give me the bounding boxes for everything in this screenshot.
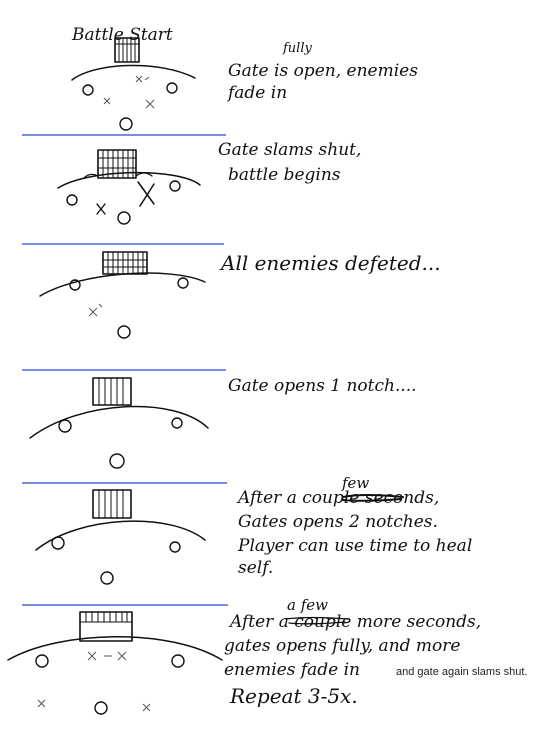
fading-enemy-marks xyxy=(88,303,103,317)
enemy-circle xyxy=(177,277,189,289)
enemy-circle xyxy=(171,654,185,668)
enemy-markers xyxy=(35,651,185,715)
panel-6-insert: a few xyxy=(287,596,328,614)
panel-5: few After a couple seconds, Gates opens … xyxy=(35,474,472,585)
gate-sketch xyxy=(92,377,132,406)
enemy-circle xyxy=(171,417,183,429)
enemy-circle xyxy=(82,84,94,96)
enemy-circle xyxy=(51,536,65,550)
panel-6-repeat-note: Repeat 3-5x. xyxy=(229,684,358,708)
gate-sketch xyxy=(79,611,133,642)
enemy-circle xyxy=(169,180,181,192)
gate-sketch xyxy=(83,149,153,179)
caret-mark xyxy=(285,616,349,625)
arena-hill-outline xyxy=(39,272,206,297)
enemy-circle xyxy=(100,571,114,585)
enemy-circle xyxy=(66,194,78,206)
panel-6-line-1: After a couple more seconds, xyxy=(228,612,481,632)
enemy-markers xyxy=(82,75,178,131)
enemy-circle xyxy=(35,654,49,668)
gate-sketch xyxy=(92,489,132,519)
arena-hill-outline xyxy=(71,64,196,81)
enemy-circle xyxy=(58,419,72,433)
gate-sketch xyxy=(114,37,140,63)
enemy-circle xyxy=(119,117,133,131)
fading-enemy-marks xyxy=(135,75,150,83)
fading-enemy-marks xyxy=(37,699,151,712)
panel-5-insert: few xyxy=(341,474,369,492)
enemy-circle xyxy=(169,541,181,553)
panel-4: Gate opens 1 notch.... xyxy=(29,376,417,469)
panel-1-insert: fully xyxy=(282,41,312,56)
enemy-markers xyxy=(66,180,181,225)
panel-1-line-1: Gate is open, enemies xyxy=(228,61,418,81)
enemy-circle xyxy=(166,82,178,94)
arena-hill-outline xyxy=(57,171,201,189)
enemy-markers xyxy=(51,536,181,585)
panel-3-line-1: All enemies defeted... xyxy=(219,251,441,275)
enemy-circle xyxy=(117,325,131,339)
fading-enemy-marks xyxy=(87,651,127,661)
panel-2-line-1: Gate slams shut, xyxy=(218,140,361,160)
panel-6: a few After a couple more seconds, gates… xyxy=(7,596,527,715)
panel-6-line-2: gates opens fully, and more xyxy=(224,636,460,656)
panel-2-line-2: battle begins xyxy=(228,165,341,185)
gate-sketch xyxy=(102,251,148,275)
enemy-x-mark xyxy=(96,203,106,215)
fading-enemy-marks xyxy=(145,99,155,109)
enemy-x-mark xyxy=(137,181,155,207)
enemy-circle xyxy=(94,701,108,715)
enemy-circle xyxy=(69,279,81,291)
arena-hill-outline xyxy=(7,636,223,661)
panel-1-line-2: fade in xyxy=(226,83,287,103)
enemy-circle xyxy=(117,211,131,225)
panel-5-line-2: Gates opens 2 notches. xyxy=(238,512,438,532)
panel-6-line-3: enemies fade in xyxy=(224,660,360,680)
panel-3: All enemies defeted... xyxy=(39,251,441,339)
scribble-strike xyxy=(342,494,404,502)
enemy-markers xyxy=(69,277,189,339)
panel-6-typed-note: and gate again slams shut. xyxy=(396,666,527,678)
panel-4-line-1: Gate opens 1 notch.... xyxy=(228,376,417,396)
enemy-markers xyxy=(58,417,183,469)
storyboard-title: Battle Start xyxy=(71,25,173,45)
panel-2: Gate slams shut, battle begins xyxy=(57,140,361,225)
panel-5-line-3: Player can use time to heal xyxy=(237,536,472,556)
enemy-circle xyxy=(109,453,125,469)
panel-5-line-1: After a couple seconds, xyxy=(236,488,439,508)
fading-enemy-marks xyxy=(103,97,111,105)
panel-5-line-4: self. xyxy=(238,558,273,578)
panel-1: Battle Start fully Gate is open, enemies… xyxy=(71,25,418,131)
arena-hill-outline xyxy=(29,405,209,439)
